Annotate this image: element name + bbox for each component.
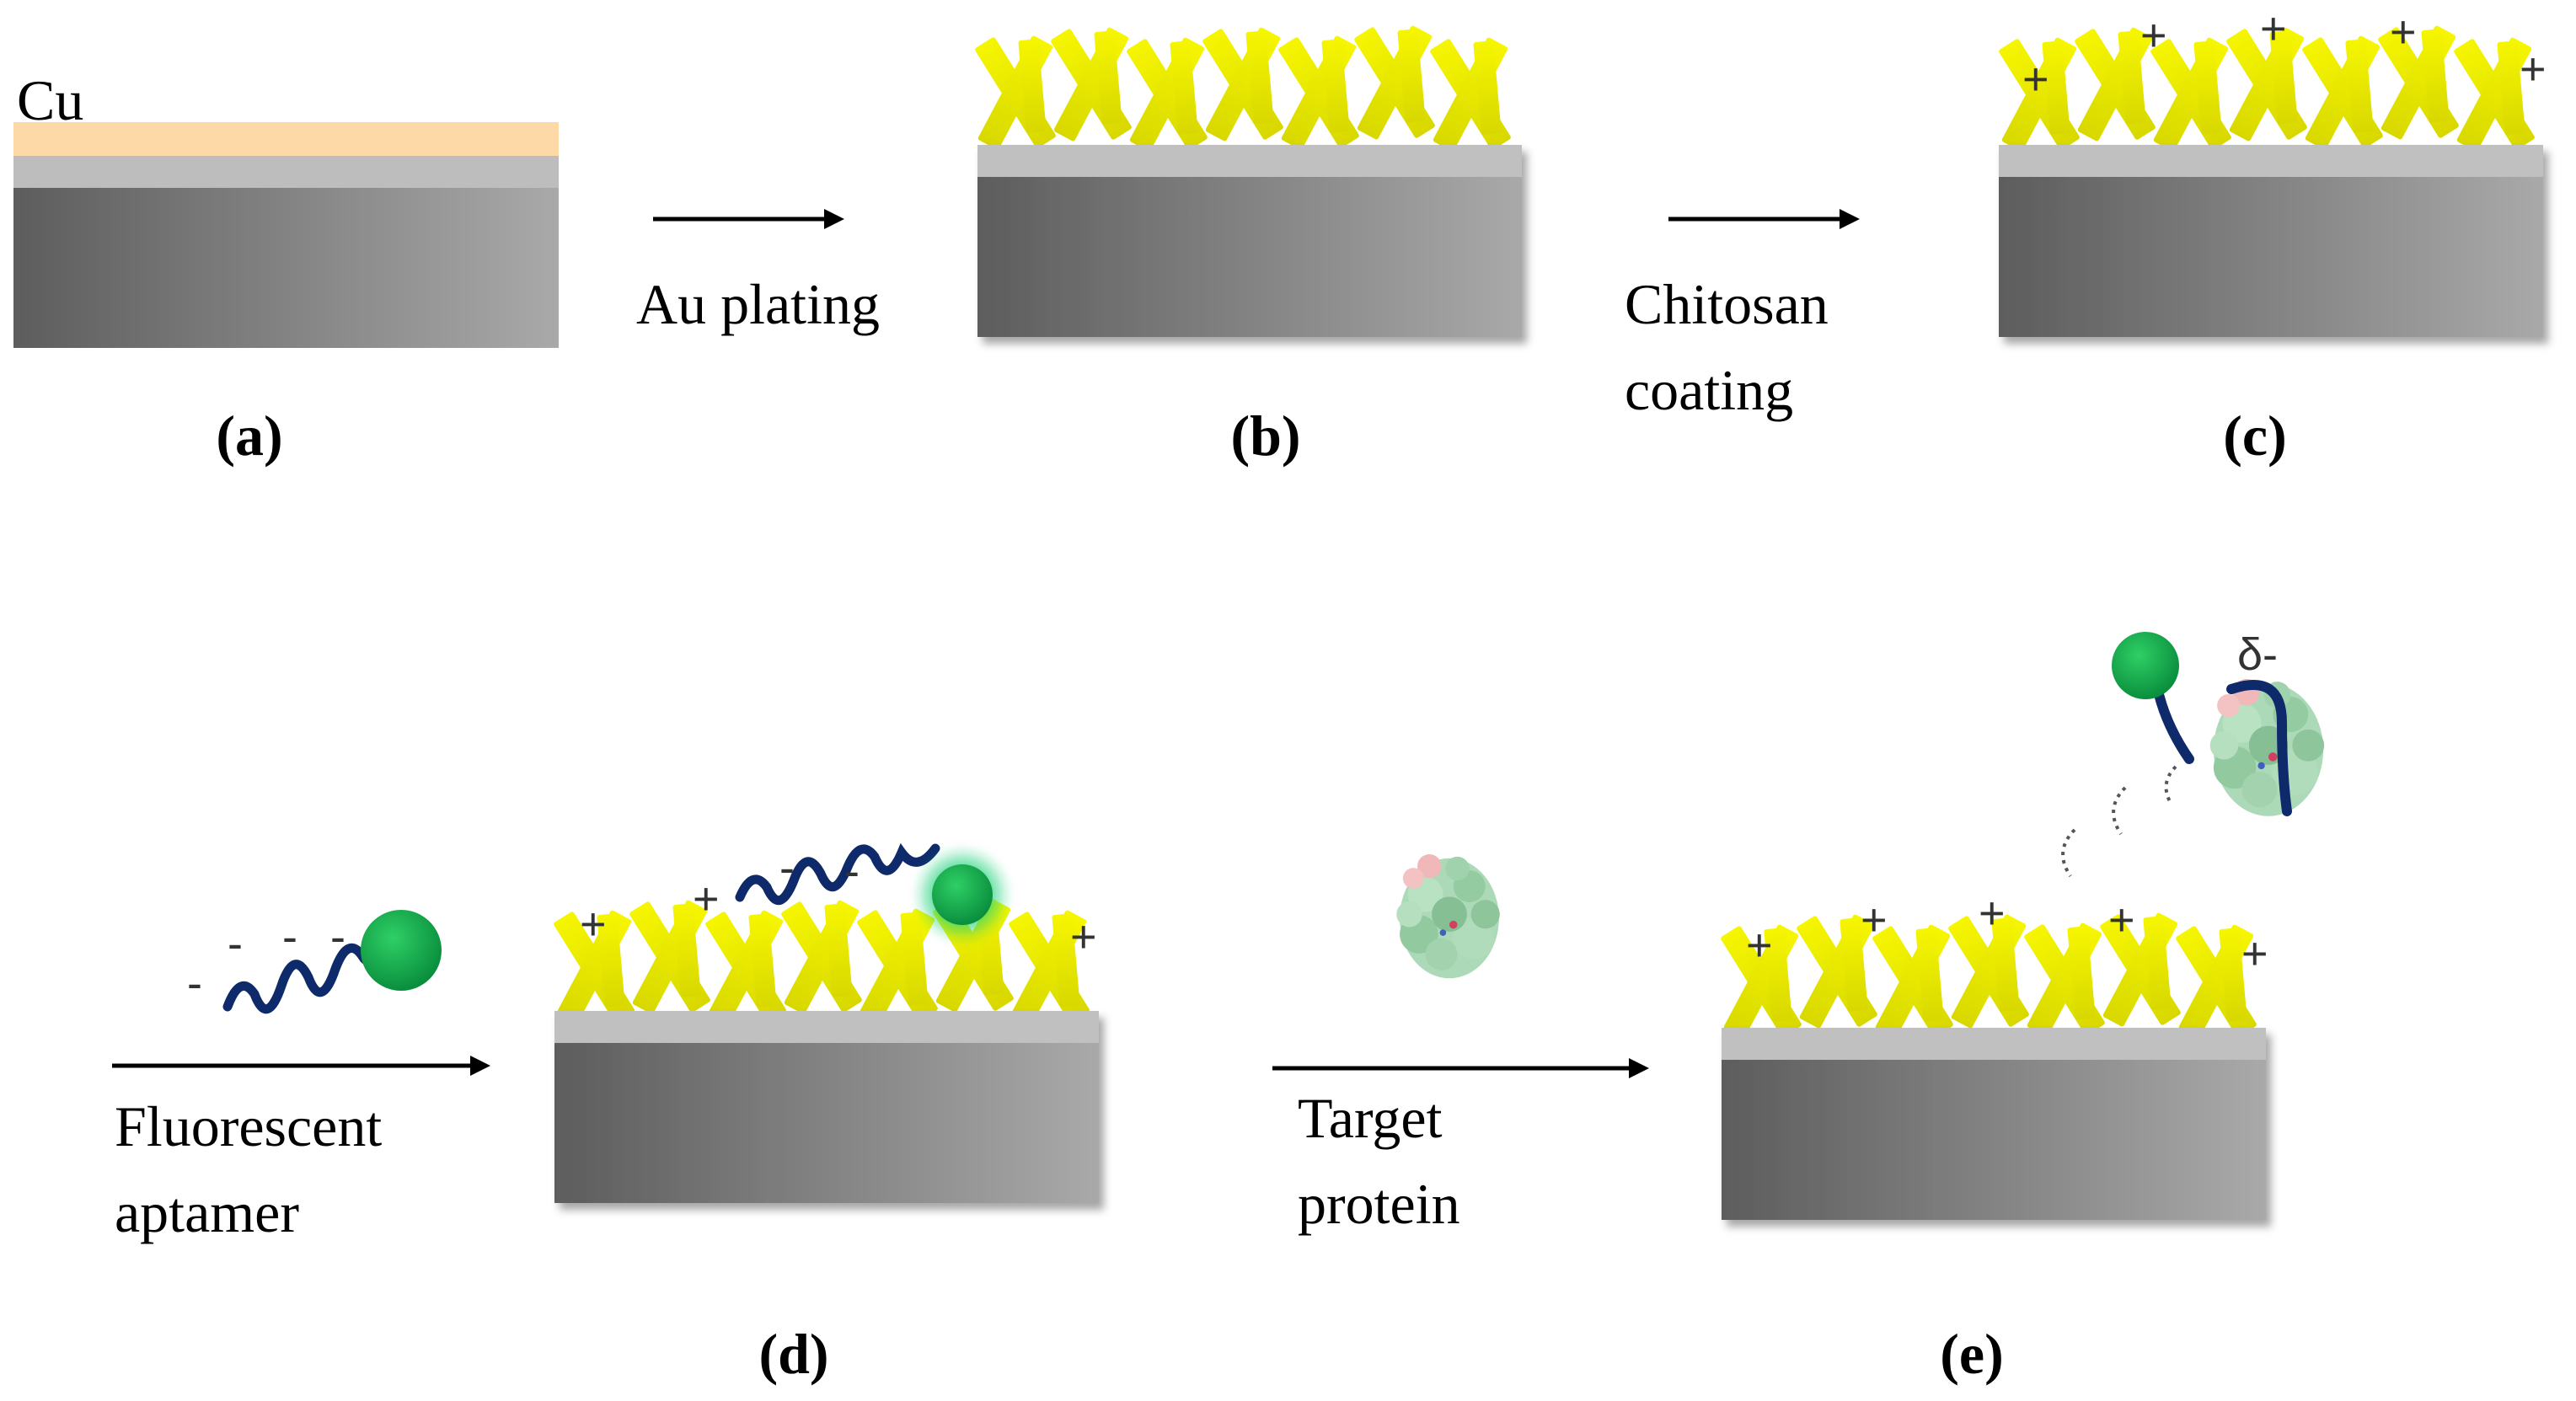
release-motion-lines (2061, 765, 2177, 878)
step-label-target-line1: Target (1298, 1086, 1443, 1150)
charge-minus: - (282, 912, 297, 962)
charge-plus: + (2260, 3, 2287, 54)
charge-minus: - (228, 918, 243, 969)
step-label-chitosan-line2: coating (1625, 358, 1793, 422)
aptamer-protein-complex (2112, 632, 2325, 816)
charge-minus: - (844, 846, 860, 896)
target-protein-molecule (1396, 854, 1500, 979)
step-label-aptamer-line1: Fluorescent (115, 1094, 382, 1158)
panel-a-substrate (13, 122, 559, 348)
arrow-fluorescent-aptamer (112, 1056, 490, 1076)
charge-plus: + (2108, 895, 2135, 945)
panel-label-d: (d) (758, 1322, 828, 1386)
fluorophore-dot (932, 864, 993, 925)
seed-layer-b (977, 145, 1522, 177)
charge-plus: + (2140, 10, 2167, 61)
substrate-block-c (1999, 177, 2543, 337)
panel-label-a: (a) (216, 404, 282, 468)
step-label-aptamer-line2: aptamer (115, 1180, 299, 1244)
panel-label-e: (e) (1940, 1322, 2003, 1386)
fluorophore-dot (2112, 632, 2179, 699)
charge-plus: + (2520, 44, 2547, 94)
nanostructure-row-d (553, 897, 1090, 1025)
substrate-block (13, 188, 559, 348)
seed-layer-d (554, 1011, 1099, 1043)
panel-c-chitosan-coated (1998, 24, 2543, 337)
seed-layer-c (1999, 145, 2543, 177)
panel-d-aptamer-adsorbed (553, 842, 1099, 1203)
charge-plus: + (2390, 7, 2417, 57)
panel-label-c: (c) (2223, 404, 2286, 468)
charge-plus: + (1861, 895, 1888, 945)
charge-plus: + (1070, 912, 1097, 962)
bound-fluorescent-aptamer (735, 842, 1011, 944)
panel-b-au-nanostructures (974, 24, 1522, 337)
aptamer-strand (735, 842, 940, 906)
charge-plus: + (2022, 54, 2049, 104)
substrate-block-d (554, 1043, 1099, 1203)
step-label-chitosan-line1: Chitosan (1625, 272, 1829, 336)
free-fluorescent-aptamer (222, 910, 442, 1014)
arrow-target-protein (1272, 1058, 1649, 1078)
charge-minus: - (330, 912, 345, 962)
arrow-chitosan-coating (1668, 209, 1860, 229)
charge-minus: - (779, 842, 795, 893)
step-label-target-line2: protein (1298, 1172, 1460, 1236)
charge-plus: + (2241, 928, 2268, 979)
charge-plus: + (693, 874, 720, 924)
seed-layer (13, 156, 559, 188)
substrate-block-b (977, 177, 1522, 337)
panel-e-protein-binding (1720, 632, 2325, 1220)
copper-label: Cu (17, 68, 83, 132)
substrate-block-e (1722, 1060, 2266, 1220)
nanostructure-row-b (974, 24, 1512, 152)
charge-plus: + (1979, 888, 2006, 938)
aptamer-stem (2152, 682, 2194, 764)
charge-plus: + (1746, 920, 1773, 971)
fluorophore-dot (361, 910, 442, 991)
aptamer-strand (2226, 680, 2292, 816)
charge-partial-negative: δ- (2237, 629, 2278, 680)
charge-minus: - (187, 958, 202, 1008)
copper-layer (13, 122, 559, 156)
step-label-au-plating: Au plating (636, 272, 880, 336)
charge-plus: + (580, 899, 607, 949)
panel-label-b: (b) (1230, 404, 1300, 468)
seed-layer-e (1722, 1028, 2266, 1060)
arrow-au-plating (653, 209, 844, 229)
